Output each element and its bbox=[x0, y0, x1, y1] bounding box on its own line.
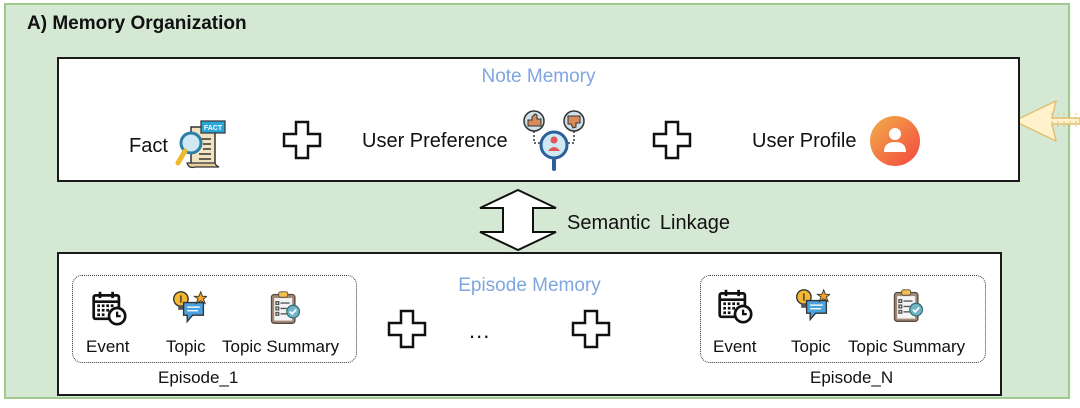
idea-chat-icon bbox=[171, 290, 207, 326]
plus-icon bbox=[282, 120, 322, 160]
clipboard-check-icon bbox=[267, 290, 303, 326]
semantic-linkage-label: Semantic Linkage bbox=[567, 212, 730, 234]
topic-summary-label: Topic Summary bbox=[848, 337, 966, 356]
incoming-arrow-icon bbox=[1012, 99, 1080, 143]
user-profile-icon bbox=[870, 116, 920, 166]
note-memory-title: Note Memory bbox=[481, 66, 596, 87]
ellipsis: ... bbox=[469, 318, 491, 343]
episode-group: Event Topic Topic Summary bbox=[700, 275, 986, 363]
episode-memory-box: Episode Memory Event Topic Topic Summary… bbox=[57, 252, 1002, 396]
panel-title: A) Memory Organization bbox=[27, 13, 247, 34]
topic-label: Topic bbox=[791, 337, 831, 356]
user-profile-label: User Profile bbox=[752, 130, 857, 152]
clipboard-check-icon bbox=[890, 288, 926, 324]
topic-summary-label: Topic Summary bbox=[222, 337, 340, 356]
episode-memory-title: Episode Memory bbox=[458, 275, 601, 296]
idea-chat-icon bbox=[794, 288, 830, 324]
episode-name: Episode_N bbox=[810, 368, 894, 387]
fact-document-icon: FACT bbox=[175, 120, 226, 169]
double-arrow-icon bbox=[479, 188, 557, 252]
user-preference-icon bbox=[523, 110, 585, 171]
svg-text:FACT: FACT bbox=[204, 125, 223, 132]
plus-icon bbox=[652, 120, 692, 160]
topic-label: Topic bbox=[166, 337, 206, 356]
calendar-clock-icon bbox=[717, 288, 753, 324]
plus-icon bbox=[387, 309, 427, 349]
fact-label: Fact bbox=[129, 135, 168, 157]
note-memory-box: Note Memory Fact FACT User Preference Us… bbox=[57, 57, 1020, 182]
episode-group: Event Topic Topic Summary bbox=[72, 275, 357, 363]
event-label: Event bbox=[86, 337, 130, 356]
event-label: Event bbox=[713, 337, 757, 356]
plus-icon bbox=[571, 309, 611, 349]
calendar-clock-icon bbox=[91, 290, 127, 326]
user-preference-label: User Preference bbox=[362, 130, 508, 152]
episode-name: Episode_1 bbox=[158, 368, 239, 387]
